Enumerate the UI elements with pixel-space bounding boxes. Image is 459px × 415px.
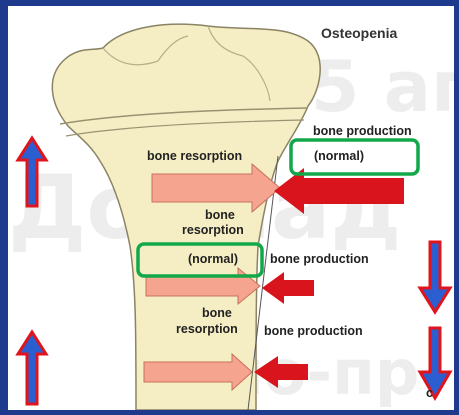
down-arrow-bottom-right [420, 328, 450, 398]
bone-shape [52, 24, 320, 410]
label-bone-production-mid: bone production [270, 252, 369, 266]
label-bone-bottom: bone [202, 306, 232, 320]
label-normal-top: (normal) [314, 149, 364, 163]
up-arrow-top-left [18, 138, 46, 206]
down-arrow-mid-right [420, 242, 450, 312]
label-corner: c [426, 386, 433, 400]
label-bone-production-top: bone production [313, 124, 412, 138]
diagram-panel: 14.15 апр Доклад учно-пр [8, 6, 454, 410]
label-resorption-bottom: resorption [176, 322, 238, 336]
production-arrow-mid [262, 272, 314, 304]
label-bone-production-bottom: bone production [264, 324, 363, 338]
up-arrow-bottom-left [18, 332, 46, 404]
production-arrow-bottom [254, 356, 308, 388]
diagram-title: Osteopenia [321, 26, 397, 40]
label-normal-mid: (normal) [188, 252, 238, 266]
label-resorption-mid: resorption [182, 223, 244, 237]
label-bone-resorption-top: bone resorption [147, 149, 242, 163]
label-bone-mid: bone [205, 208, 235, 222]
